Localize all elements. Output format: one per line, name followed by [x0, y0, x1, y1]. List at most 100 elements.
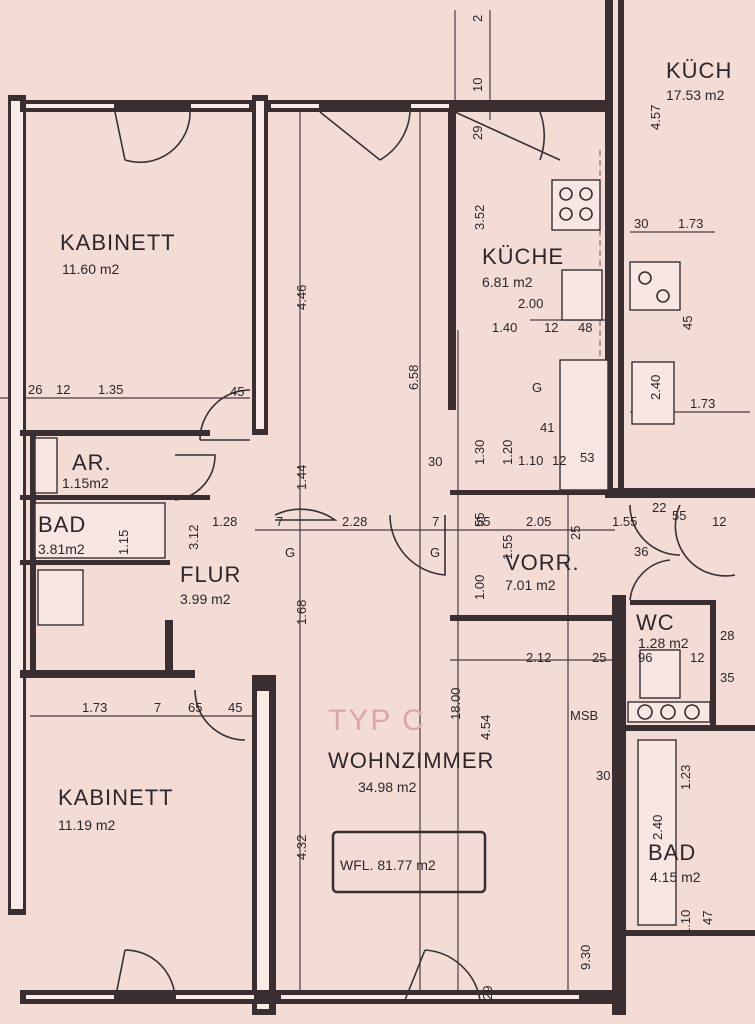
dim-label: 12: [544, 320, 558, 335]
dim-label: 45: [228, 700, 242, 715]
plan-type-label: TYP C: [328, 704, 426, 737]
wohnzimmer-area: 34.98 m2: [358, 779, 417, 795]
dim-label: 1.73: [678, 216, 703, 231]
dim-label-vertical: 4.54: [478, 715, 493, 740]
dim-label: 1.73: [690, 396, 715, 411]
dim-label-vertical: 1.20: [500, 440, 515, 465]
dim-label: 55: [672, 508, 686, 523]
dim-label-vertical: 1.68: [294, 600, 309, 625]
dim-label-vertical: 18.00: [448, 687, 463, 720]
dim-label: 2.05: [526, 514, 551, 529]
kueche-name: KÜCHE: [482, 244, 564, 269]
kueche-neighbor-name: KÜCH: [666, 58, 732, 83]
dim-label: 35: [720, 670, 734, 685]
dim-label: 12: [712, 514, 726, 529]
dim-label: 22: [652, 500, 666, 515]
dim-label: 45: [230, 384, 244, 399]
dim-label: 1.10: [518, 453, 543, 468]
vertical-dimensions: 4.46 6.58 1.44 1.68 4.32 18.00 4.54 9.30…: [116, 15, 715, 1000]
dim-label: 2.12: [526, 650, 551, 665]
total-area-box: [331, 830, 487, 894]
dim-label-vertical: 4.57: [648, 105, 663, 130]
vorr-name: VORR.: [505, 550, 580, 575]
horizontal-dimensions: 26 12 1.35 45 1.28 7 2.28 7 2.05 1.55 12…: [28, 216, 734, 783]
dim-label: 65: [188, 700, 202, 715]
dim-label-vertical: 4.32: [294, 835, 309, 860]
dim-label-vertical: 29: [470, 126, 485, 140]
stove-fixture: [551, 179, 601, 231]
dim-label-vertical: 2.40: [650, 815, 665, 840]
kabinett-bottom-area: 11.19 m2: [58, 817, 116, 833]
dim-label: 41: [540, 420, 554, 435]
walls: [8, 0, 755, 1015]
bathtub-fixture: [34, 502, 166, 559]
dim-label-vertical: 4.46: [294, 285, 309, 310]
dim-label: 30: [596, 768, 610, 783]
dim-label: 12: [690, 650, 704, 665]
dim-label-vertical: 25: [568, 526, 583, 540]
dim-label-vertical: 10: [470, 78, 485, 92]
dim-label-vertical: 1.00: [472, 575, 487, 600]
dim-label: 1.55: [612, 514, 637, 529]
bath-sink-fixture: [37, 569, 84, 626]
ar-shelf-fixture: [34, 437, 58, 494]
kueche-area: 6.81 m2: [482, 274, 533, 290]
dim-label: 7: [154, 700, 161, 715]
bad-small-name: BAD: [38, 512, 86, 537]
dim-label-vertical: 2: [470, 15, 485, 22]
room-labels: KABINETT 11.60 m2 KABINETT 11.19 m2 KÜCH…: [38, 58, 732, 885]
dim-label: 7: [276, 514, 283, 529]
bad-small-area: 3.81m2: [38, 541, 85, 557]
bad-right-area: 4.15 m2: [650, 869, 701, 885]
dim-label: 1.73: [82, 700, 107, 715]
dim-label: 55: [476, 514, 490, 529]
neighbor-sink-fixture: [631, 361, 675, 425]
flur-area: 3.99 m2: [180, 591, 231, 607]
kueche-neighbor-area: 17.53 m2: [666, 87, 725, 103]
dim-label: 2.28: [342, 514, 367, 529]
marker-g-kueche: G: [532, 380, 542, 395]
ar-area: 1.15m2: [62, 475, 109, 491]
msb-meter-fixture: [627, 701, 711, 723]
dim-label-vertical: 1.23: [678, 765, 693, 790]
dim-label-vertical: 1.10: [678, 910, 693, 935]
dim-label: 2.00: [518, 296, 543, 311]
dim-label-vertical: 29: [480, 986, 495, 1000]
kabinett-top-name: KABINETT: [60, 230, 176, 255]
right-bathtub-fixture: [637, 739, 677, 926]
dim-label: 12: [56, 382, 70, 397]
dim-label-vertical: 1.15: [116, 530, 131, 555]
dim-label-vertical: 1.30: [472, 440, 487, 465]
dim-label-vertical: 3.12: [186, 525, 201, 550]
dim-label: 53: [580, 450, 594, 465]
dim-label-vertical: 3.52: [472, 205, 487, 230]
dim-label-vertical: 1.44: [294, 465, 309, 490]
dim-label: 96: [638, 650, 652, 665]
total-area: WFL. 81.77 m2: [340, 857, 436, 873]
dim-label: 48: [578, 320, 592, 335]
dim-label-vertical: 55: [472, 513, 487, 527]
dim-label-vertical: 6.58: [406, 365, 421, 390]
marker-msb: MSB: [570, 708, 598, 723]
wc-name: WC: [636, 610, 675, 635]
counter-fixture: [559, 359, 609, 491]
dim-label: 12: [552, 453, 566, 468]
flur-name: FLUR: [180, 562, 241, 587]
kitchen-sink-fixture: [561, 269, 603, 321]
fixtures: [34, 179, 711, 926]
dim-label: 36: [634, 544, 648, 559]
dim-label: 1.35: [98, 382, 123, 397]
dim-label: 1.28: [212, 514, 237, 529]
dim-label-vertical: 9.30: [578, 945, 593, 970]
wc-area: 1.28 m2: [638, 635, 689, 651]
dim-label: 1.40: [492, 320, 517, 335]
bad-right-name: BAD: [648, 840, 696, 865]
marker-g-flur: G: [285, 545, 295, 560]
ar-name: AR.: [72, 450, 112, 475]
dim-label: 26: [28, 382, 42, 397]
dim-label-vertical: 2.40: [648, 375, 663, 400]
dim-label-vertical: 45: [680, 316, 695, 330]
kabinett-top-area: 11.60 m2: [62, 261, 120, 277]
dim-label: 25: [592, 650, 606, 665]
